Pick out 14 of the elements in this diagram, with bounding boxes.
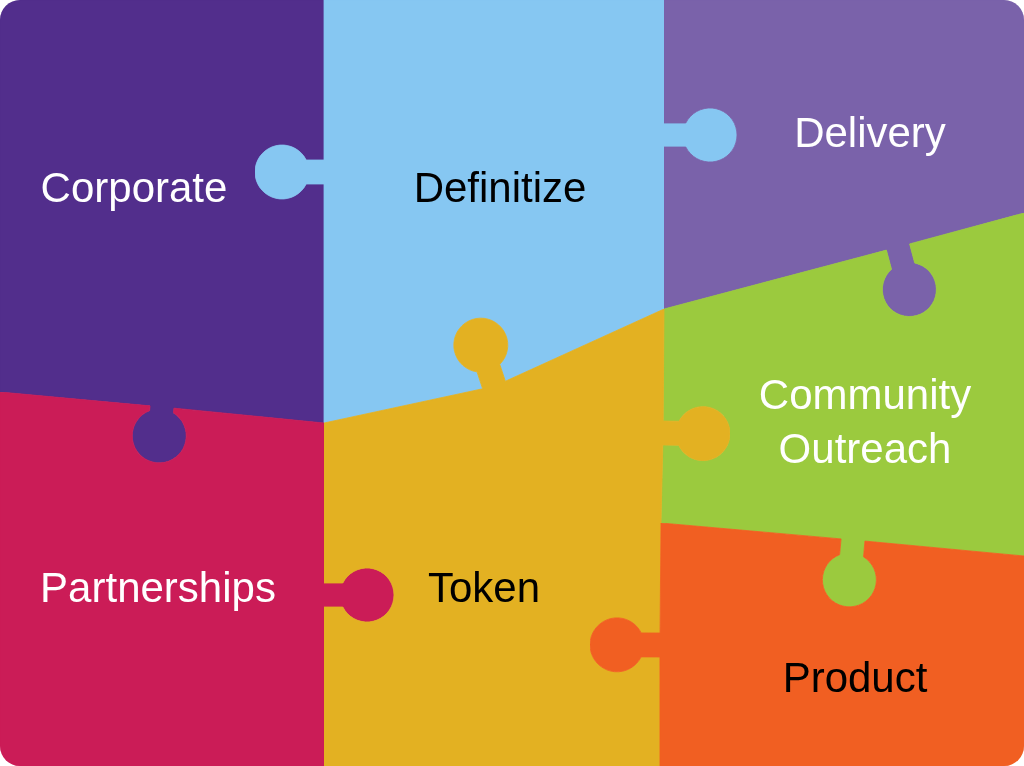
puzzle-piece (0, 0, 324, 463)
puzzle-piece (324, 309, 730, 766)
puzzle-piece (590, 523, 1024, 766)
piece-label: Partnerships (40, 563, 276, 613)
piece-label: Delivery (794, 108, 946, 158)
puzzle-piece (255, 0, 737, 423)
piece-label: Product (782, 653, 928, 703)
piece-label: Definitize (413, 163, 587, 213)
puzzle-piece (0, 392, 394, 766)
puzzle-piece (664, 0, 1024, 317)
piece-label: Corporate (40, 163, 228, 213)
piece-label: Community Outreach (758, 370, 972, 474)
puzzle-piece (661, 213, 1024, 607)
piece-label: Token (427, 563, 541, 613)
